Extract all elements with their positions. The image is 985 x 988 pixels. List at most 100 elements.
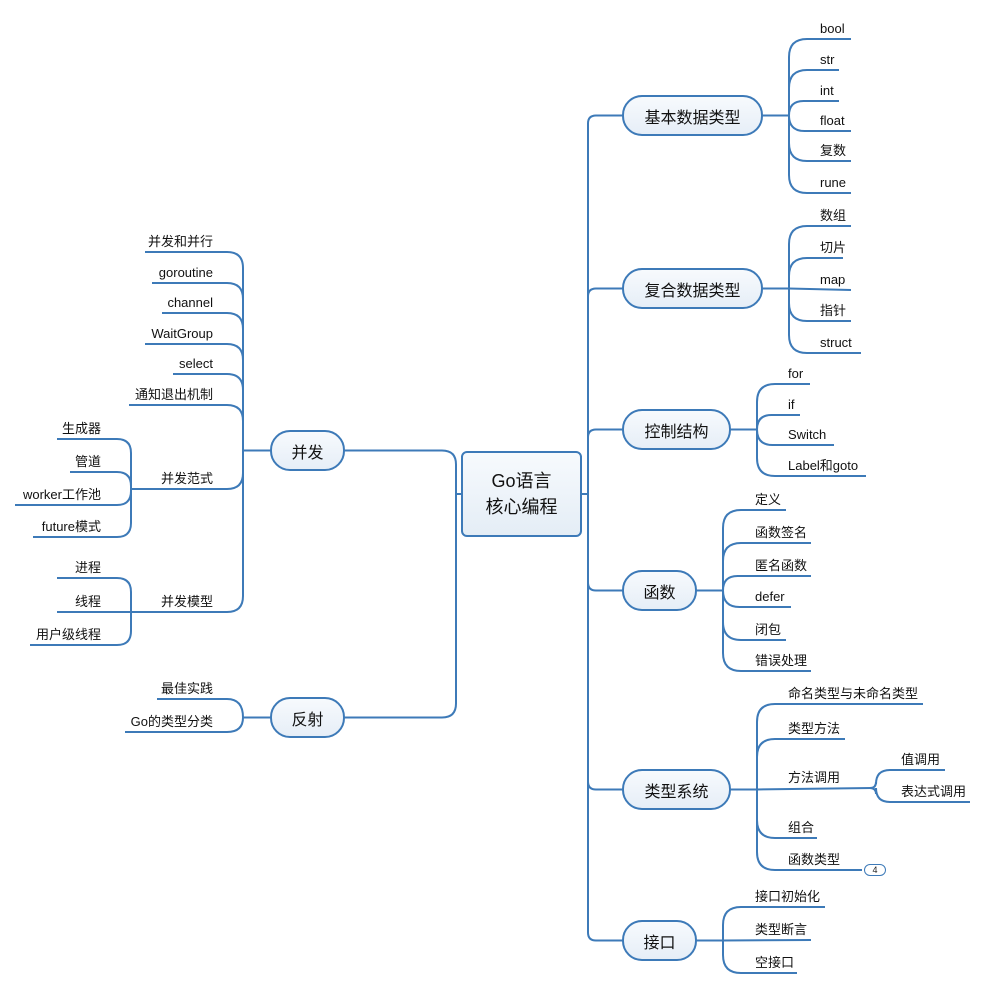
- leaf-line: [722, 939, 812, 942]
- connector-root-to-n4: [587, 781, 622, 791]
- connector-root-to-n5: [587, 932, 622, 942]
- sub-leaf-topic[interactable]: 表达式调用: [901, 784, 967, 799]
- leaf-line: [722, 590, 811, 672]
- leaf-topic[interactable]: rune: [820, 175, 847, 190]
- sub-leaf-line: [33, 522, 132, 538]
- leaf-topic[interactable]: Switch: [788, 427, 827, 442]
- sub-leaf-line: [57, 438, 132, 454]
- leaf-topic[interactable]: map: [820, 272, 846, 287]
- topic-right-2[interactable]: 控制结构: [622, 409, 731, 450]
- leaf-topic[interactable]: int: [820, 83, 834, 98]
- topic-label: 并发: [291, 444, 324, 462]
- sub-leaf-line: [15, 490, 132, 506]
- leaf-line: [788, 257, 843, 289]
- leaf-topic[interactable]: bool: [820, 21, 845, 36]
- leaf-topic[interactable]: 函数类型: [788, 852, 841, 867]
- leaf-line: [125, 717, 244, 733]
- leaf-line: [788, 69, 839, 116]
- sub-leaf-topic[interactable]: 用户级线程: [35, 627, 101, 642]
- leaf-topic[interactable]: 组合: [788, 820, 815, 835]
- leaf-topic[interactable]: float: [820, 113, 845, 128]
- leaf-topic[interactable]: 方法调用: [788, 770, 841, 785]
- sub-leaf-topic[interactable]: worker工作池: [22, 487, 101, 502]
- leaf-topic[interactable]: 指针: [820, 303, 847, 318]
- leaf-line: [131, 595, 244, 613]
- leaf-topic[interactable]: defer: [755, 589, 785, 604]
- leaf-topic[interactable]: Label和goto: [788, 458, 859, 473]
- topic-label: 复合数据类型: [644, 282, 741, 300]
- leaf-line: [722, 575, 811, 591]
- topic-label: 接口: [643, 934, 676, 952]
- leaf-topic[interactable]: struct: [820, 335, 852, 350]
- sub-leaf-topic[interactable]: 值调用: [901, 752, 941, 767]
- leaf-topic[interactable]: 切片: [820, 240, 847, 255]
- leaf-line: [756, 429, 866, 477]
- topic-right-0[interactable]: 基本数据类型: [622, 95, 763, 136]
- topic-right-4[interactable]: 类型系统: [622, 769, 731, 810]
- leaf-topic[interactable]: 并发模型: [160, 594, 213, 609]
- leaf-line: [756, 738, 845, 790]
- sub-leaf-topic[interactable]: 线程: [74, 594, 101, 609]
- collapsed-count-badge[interactable]: 4: [864, 864, 886, 876]
- leaf-topic[interactable]: goroutine: [158, 265, 213, 280]
- leaf-line: [756, 787, 873, 791]
- leaf-topic[interactable]: channel: [167, 295, 213, 310]
- leaf-topic[interactable]: select: [179, 356, 213, 371]
- sub-leaf-line: [30, 630, 132, 646]
- leaf-topic[interactable]: 匿名函数: [755, 558, 808, 573]
- root-title-line2: 核心编程: [485, 497, 558, 517]
- leaf-topic[interactable]: for: [788, 366, 804, 381]
- leaf-line: [788, 287, 852, 291]
- connector-root-to-n2: [587, 428, 622, 438]
- sub-leaf-topic[interactable]: 进程: [74, 560, 101, 575]
- leaf-topic[interactable]: 并发范式: [160, 471, 213, 486]
- leaf-line: [145, 251, 244, 269]
- leaf-topic[interactable]: if: [788, 397, 795, 412]
- leaf-line: [131, 472, 244, 490]
- topic-label: 控制结构: [644, 423, 709, 441]
- leaf-line: [756, 789, 862, 871]
- leaf-topic[interactable]: 定义: [755, 492, 782, 507]
- leaf-line: [788, 38, 851, 116]
- leaf-topic[interactable]: 复数: [820, 143, 847, 158]
- leaf-line: [722, 906, 825, 941]
- leaf-topic[interactable]: 通知退出机制: [134, 387, 213, 402]
- topic-label: 基本数据类型: [644, 109, 741, 127]
- leaf-line: [129, 404, 244, 422]
- sub-leaf-topic[interactable]: 生成器: [61, 421, 101, 436]
- root-topic[interactable]: Go语言 核心编程: [461, 451, 582, 537]
- sub-leaf-topic[interactable]: future模式: [41, 519, 101, 534]
- leaf-topic[interactable]: 类型方法: [788, 721, 841, 736]
- leaf-line: [756, 703, 923, 790]
- topic-right-5[interactable]: 接口: [622, 920, 697, 961]
- leaf-line: [788, 115, 851, 194]
- leaf-topic[interactable]: Go的类型分类: [130, 714, 213, 729]
- topic-right-3[interactable]: 函数: [622, 570, 697, 611]
- leaf-topic[interactable]: 命名类型与未命名类型: [788, 686, 919, 701]
- left-trunk: [345, 449, 457, 719]
- leaf-line: [788, 100, 839, 116]
- leaf-topic[interactable]: WaitGroup: [151, 326, 213, 341]
- sub-leaf-topic[interactable]: 管道: [74, 454, 101, 469]
- leaf-topic[interactable]: 数组: [820, 208, 847, 223]
- sub-leaf-line: [57, 577, 132, 593]
- leaf-line: [756, 383, 810, 430]
- leaf-topic[interactable]: 空接口: [755, 955, 795, 970]
- leaf-topic[interactable]: str: [820, 52, 835, 67]
- topic-left-1[interactable]: 反射: [270, 697, 345, 738]
- connector-root-to-n0: [587, 114, 622, 124]
- leaf-topic[interactable]: 接口初始化: [755, 889, 821, 904]
- topic-left-0[interactable]: 并发: [270, 430, 345, 471]
- leaf-line: [173, 373, 244, 391]
- leaf-topic[interactable]: 最佳实践: [160, 681, 213, 696]
- leaf-topic[interactable]: 函数签名: [755, 525, 808, 540]
- leaf-topic[interactable]: 并发和并行: [147, 234, 213, 249]
- leaf-topic[interactable]: 类型断言: [755, 922, 808, 937]
- leaf-topic[interactable]: 闭包: [755, 622, 782, 637]
- leaf-line: [152, 282, 244, 300]
- sub-leaf-line: [869, 787, 970, 803]
- leaf-line: [162, 312, 244, 330]
- leaf-topic[interactable]: 错误处理: [755, 653, 808, 668]
- topic-right-1[interactable]: 复合数据类型: [622, 268, 763, 309]
